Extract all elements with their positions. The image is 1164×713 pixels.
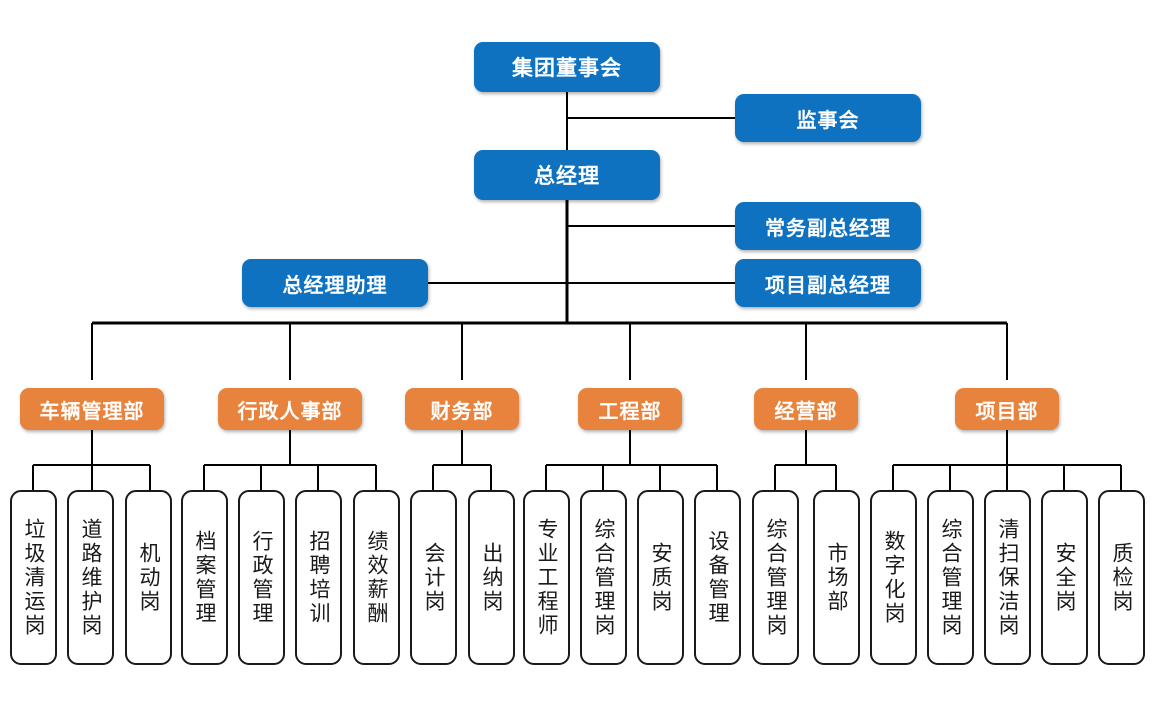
node-position-performance-compensation[interactable]: 绩效薪酬	[353, 490, 400, 665]
node-position-mobile-duty[interactable]: 机动岗	[125, 490, 172, 665]
node-position-safety-quality[interactable]: 安质岗	[637, 490, 684, 665]
node-position-project-general-management[interactable]: 综合管理岗	[927, 490, 974, 665]
node-position-cashier[interactable]: 出纳岗	[468, 490, 515, 665]
node-position-admin-management[interactable]: 行政管理	[238, 490, 285, 665]
node-position-quality-inspection[interactable]: 质检岗	[1098, 490, 1145, 665]
node-project-deputy-gm[interactable]: 项目副总经理	[735, 259, 921, 307]
node-gm-assistant[interactable]: 总经理助理	[242, 259, 428, 307]
node-position-equipment-management[interactable]: 设备管理	[694, 490, 741, 665]
node-position-waste-transport[interactable]: 垃圾清运岗	[10, 490, 57, 665]
node-position-cleaning-sanitation[interactable]: 清扫保洁岗	[984, 490, 1031, 665]
node-executive-deputy-gm[interactable]: 常务副总经理	[735, 202, 921, 250]
node-supervisory-board[interactable]: 监事会	[735, 94, 921, 142]
node-position-safety[interactable]: 安全岗	[1041, 490, 1088, 665]
node-department-vehicle-management[interactable]: 车辆管理部	[20, 388, 164, 430]
node-department-engineering[interactable]: 工程部	[578, 388, 682, 430]
node-department-admin-hr[interactable]: 行政人事部	[218, 388, 362, 430]
node-position-operations-general-management[interactable]: 综合管理岗	[752, 490, 799, 665]
node-position-digitalization[interactable]: 数字化岗	[870, 490, 917, 665]
node-position-road-maintenance[interactable]: 道路维护岗	[67, 490, 114, 665]
node-department-project[interactable]: 项目部	[955, 388, 1059, 430]
node-department-finance[interactable]: 财务部	[405, 388, 519, 430]
node-board[interactable]: 集团董事会	[474, 42, 660, 92]
node-position-professional-engineer[interactable]: 专业工程师	[523, 490, 570, 665]
node-position-accounting[interactable]: 会计岗	[410, 490, 457, 665]
node-position-engineering-general-management[interactable]: 综合管理岗	[580, 490, 627, 665]
node-position-market-department[interactable]: 市场部	[813, 490, 860, 665]
node-general-manager[interactable]: 总经理	[474, 150, 660, 200]
node-department-operations[interactable]: 经营部	[754, 388, 858, 430]
node-position-recruitment-training[interactable]: 招聘培训	[295, 490, 342, 665]
node-position-records-management[interactable]: 档案管理	[181, 490, 228, 665]
